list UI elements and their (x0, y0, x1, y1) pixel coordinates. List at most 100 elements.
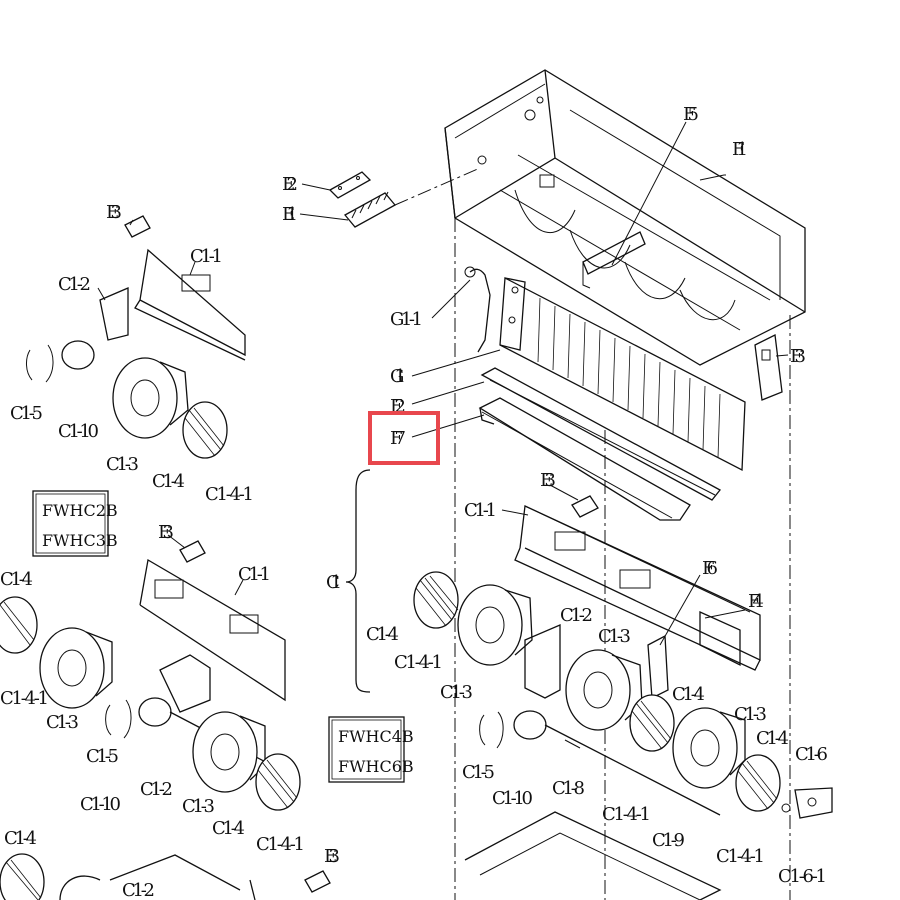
label-f6: F6 (702, 558, 718, 579)
label-c1-1-right: C1-1 (464, 500, 497, 521)
label-c1-4-r2: C1-4 (756, 728, 789, 749)
bracket-f3 (754, 334, 783, 401)
model-box-fwhc2b: FWHC2B FWHC3B (32, 490, 118, 557)
label-c1-1-mid: C1-1 (238, 564, 271, 585)
e3-switch-mid (571, 495, 599, 518)
blower-housing-3 (672, 707, 746, 789)
label-c1-5-right: C1-5 (462, 762, 495, 783)
label-c1-4-1-mid2: C1-4-1 (394, 652, 443, 673)
fan-wheel-2 (629, 694, 675, 752)
part-labels: E2 E1 F5 F1 F3 G1-1 G1 F2 F7 E3 C1-1 C1 … (0, 104, 828, 900)
blower-housing-left-top (112, 357, 189, 439)
e3-switch-left-top (124, 215, 151, 238)
label-c1-8: C1-8 (552, 778, 585, 799)
leader-lines (97, 121, 789, 646)
label-c1-6: C1-6 (795, 744, 828, 765)
label-c1-4-1-mid: C1-4-1 (0, 688, 49, 709)
label-c1-3-r2: C1-3 (734, 704, 767, 725)
label-c1-5-left: C1-5 (10, 403, 43, 424)
fan-wheel-3 (735, 754, 781, 812)
bracket-c1-6 (781, 787, 833, 819)
label-c1-2-mid: C1-2 (140, 779, 173, 800)
label-f1: F1 (732, 139, 748, 160)
label-f3: F3 (790, 346, 806, 367)
label-c1-4-bottom-left: C1-4 (4, 828, 37, 849)
label-e2: E2 (282, 174, 298, 195)
blower-housing-left-bottom (59, 875, 101, 900)
label-c1-9: C1-9 (652, 830, 685, 851)
fan-deck-left-bottom (109, 854, 241, 891)
terminal-e2-plate (328, 171, 372, 199)
label-c1-5-mid: C1-5 (86, 746, 119, 767)
bracket-c1-2-right (524, 624, 561, 699)
blower-housing-2 (565, 649, 643, 731)
drain-pan-f7 (478, 397, 691, 521)
panel-f4 (699, 610, 741, 667)
terminal-block-e1 (343, 191, 397, 228)
label-e3-left-mid: E3 (158, 522, 174, 543)
fan-deck-right (514, 505, 761, 671)
label-e3-bottom: E3 (324, 846, 340, 867)
blower-housing-1 (457, 584, 533, 666)
highlight-box-f7 (368, 411, 440, 465)
blower-housing-left-mid-1 (39, 627, 113, 709)
fan-deck-left-mid (139, 558, 286, 702)
label-g1: G1 (390, 366, 406, 387)
casing-f1 (444, 69, 806, 366)
label-c1: C1 (326, 572, 342, 593)
label-c1-4-1-left: C1-4-1 (205, 484, 254, 505)
model-box-line: FWHC3B (42, 531, 118, 550)
label-g1-1: G1-1 (390, 309, 423, 330)
label-c1-3-r3: C1-3 (182, 796, 215, 817)
lower-casing (464, 811, 722, 900)
motor-left-top (26, 340, 95, 383)
bracket-f5 (582, 231, 646, 289)
valve-g1-1 (464, 266, 491, 353)
label-e3-left-top: E3 (106, 202, 122, 223)
blower-housing-left-mid-2 (192, 711, 266, 793)
fan-wheel-left-bottom (0, 853, 45, 900)
label-c1-2-bottom: C1-2 (122, 880, 155, 900)
label-c1-4-1-r2: C1-4-1 (716, 846, 765, 867)
label-c1-10-right: C1-10 (492, 788, 533, 809)
bracket-f6 (647, 634, 669, 700)
label-c1-4-1-r3: C1-4-1 (256, 834, 305, 855)
e3-switch-left-bottom (249, 870, 331, 900)
label-c1-3-mid2: C1-3 (440, 682, 473, 703)
label-c1-4-r3: C1-4 (212, 818, 245, 839)
coil-g1 (499, 276, 746, 472)
fan-deck-left-top (134, 248, 246, 361)
label-c1-3-mid: C1-3 (46, 712, 79, 733)
label-e3-mid: E3 (540, 470, 556, 491)
model-box-line: FWHC4B (338, 727, 414, 746)
label-c1-10-mid: C1-10 (80, 794, 121, 815)
bracket-c1-2-left (99, 287, 129, 341)
label-c1-4-1-r1: C1-4-1 (602, 804, 651, 825)
label-c1-4-r1: C1-4 (672, 684, 705, 705)
label-f4: F4 (748, 591, 764, 612)
c1-brace (345, 469, 371, 693)
model-box-line: FWHC2B (42, 501, 118, 520)
fan-wheel-left-top (182, 401, 228, 459)
bracket-left-mid (159, 654, 211, 713)
model-box-fwhc4b: FWHC4B FWHC6B (328, 716, 414, 783)
label-c1-1-left: C1-1 (190, 246, 223, 267)
e3-switch-left-mid (179, 540, 206, 563)
fan-wheel-left-mid-2 (255, 753, 301, 811)
label-c1-4-left: C1-4 (152, 471, 185, 492)
fan-wheel-left-mid-1 (0, 596, 38, 654)
label-c1-6-1: C1-6-1 (778, 866, 827, 887)
label-f5: F5 (683, 104, 699, 125)
label-c1-10-left: C1-10 (58, 421, 99, 442)
label-f7: F7 (390, 428, 406, 449)
label-e1: E1 (282, 204, 298, 225)
label-c1-2-left: C1-2 (58, 274, 91, 295)
label-c1-4-mid2: C1-4 (366, 624, 399, 645)
fan-wheel-1 (413, 571, 459, 629)
label-c1-4-mid: C1-4 (0, 569, 33, 590)
label-c1-3-r1: C1-3 (598, 626, 631, 647)
drain-pan-f2 (480, 367, 721, 501)
motor-right (479, 710, 721, 816)
